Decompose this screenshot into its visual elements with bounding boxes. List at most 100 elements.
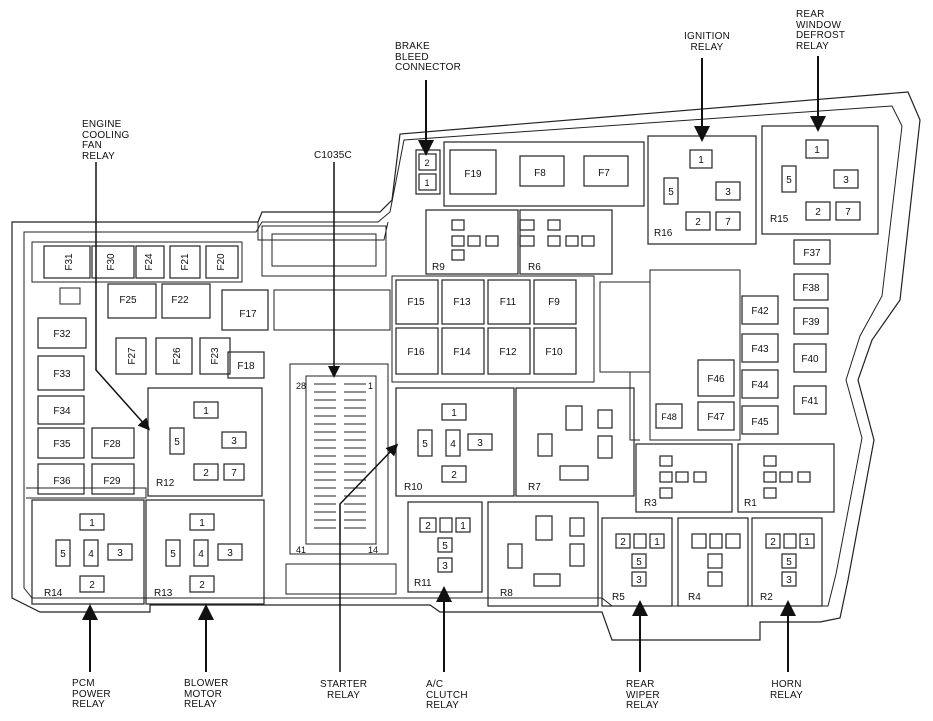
pin-label: 3 (477, 438, 483, 449)
pin-label: 3 (843, 175, 849, 186)
fuse-f31: F31 (64, 253, 75, 271)
relay-r13-label: R13 (154, 588, 173, 599)
relay-r3-label: R3 (644, 498, 657, 509)
pin-label: 1 (698, 155, 704, 166)
fuse-f17: F17 (239, 309, 257, 320)
pin-label: 3 (636, 575, 642, 586)
fuse-f20: F20 (216, 253, 227, 271)
fuse-f26: F26 (172, 347, 183, 365)
fuse-f48: F48 (661, 412, 677, 422)
fuse-f30: F30 (106, 253, 117, 271)
pin-label: 3 (227, 548, 233, 559)
fuse-f39: F39 (802, 317, 820, 328)
fuse-f21: F21 (180, 253, 191, 271)
pin-label: 3 (725, 187, 731, 198)
fuse-f19: F19 (464, 169, 482, 180)
relay-r4-label: R4 (688, 592, 701, 603)
pin-label: 2 (425, 521, 431, 532)
pin-label: 2 (451, 470, 457, 481)
pin-label: 1 (814, 145, 820, 156)
pin-label: 5 (668, 187, 674, 198)
fuse-f38: F38 (802, 283, 820, 294)
relay-r9-label: R9 (432, 262, 445, 273)
pin-label: 5 (636, 557, 642, 568)
pin-label: 5 (422, 439, 428, 450)
fuse-f40: F40 (801, 354, 819, 365)
fuse-f35: F35 (53, 439, 71, 450)
relay-r15-label: R15 (770, 214, 789, 225)
brake-bleed-slot-1: 1 (424, 178, 429, 188)
pin-label: 2 (89, 580, 95, 591)
pin-label: 5 (786, 557, 792, 568)
connector-pin-14: 14 (368, 545, 378, 555)
relay-r14-label: R14 (44, 588, 63, 599)
fuse-f47: F47 (707, 412, 725, 423)
relay-r2-label: R2 (760, 592, 773, 603)
fuse-f13: F13 (453, 297, 471, 308)
leader-lines (82, 56, 826, 672)
housing-outline (11, 91, 921, 641)
pin-label: 5 (442, 541, 448, 552)
pin-label: 3 (442, 561, 448, 572)
fuse-f29: F29 (103, 476, 121, 487)
fuse-f14: F14 (453, 347, 471, 358)
fuse-f12: F12 (499, 347, 517, 358)
pin-label: 2 (815, 207, 821, 218)
fuse-f28: F28 (103, 439, 121, 450)
pin-label: 2 (770, 537, 776, 548)
fuse-f7: F7 (598, 168, 610, 179)
fuse-f11: F11 (500, 297, 517, 308)
pin-label: 3 (117, 548, 123, 559)
fuse-f25: F25 (119, 295, 137, 306)
fuse-f37: F37 (803, 248, 821, 259)
pin-label: 1 (654, 537, 660, 548)
fuse-f42: F42 (751, 306, 769, 317)
fuse-f24: F24 (144, 253, 155, 271)
fuse-f33: F33 (53, 369, 71, 380)
fuse-f9: F9 (548, 297, 560, 308)
brake-bleed-slot-2: 2 (424, 158, 429, 168)
relay-r16-label: R16 (654, 228, 673, 239)
relay-r11-label: R11 (414, 578, 432, 589)
pin-label: 7 (725, 217, 731, 228)
connector-pin-rows (314, 383, 366, 529)
pin-label: 2 (620, 537, 626, 548)
pin-label: 5 (60, 549, 66, 560)
fuse-f41: F41 (801, 396, 819, 407)
fuse-f10: F10 (545, 347, 563, 358)
relay-r7-label: R7 (528, 482, 541, 493)
fuse-f16: F16 (407, 347, 425, 358)
connector-pin-1: 1 (368, 381, 373, 391)
pin-label: 1 (203, 406, 209, 417)
fuse-f15: F15 (407, 297, 425, 308)
pin-label: 4 (88, 549, 94, 560)
pin-label: 2 (199, 580, 205, 591)
pin-label: 1 (451, 408, 457, 419)
pin-label: 1 (199, 518, 205, 529)
pin-label: 5 (174, 437, 180, 448)
fuse-f43: F43 (751, 344, 769, 355)
connector-pin-28: 28 (296, 381, 306, 391)
relay-r5-label: R5 (612, 592, 625, 603)
fuse-f36: F36 (53, 476, 71, 487)
fuse-f34: F34 (53, 406, 71, 417)
pin-label: 1 (804, 537, 810, 548)
pin-label: 1 (89, 518, 95, 529)
fuse-f45: F45 (751, 417, 769, 428)
relay-r1-label: R1 (744, 498, 757, 509)
connector-pin-41: 41 (296, 545, 306, 555)
relay-r10-label: R10 (404, 482, 423, 493)
pin-label: 2 (695, 217, 701, 228)
fuse-f32: F32 (53, 329, 71, 340)
pin-label: 5 (786, 175, 792, 186)
fuse-f8: F8 (534, 168, 546, 179)
